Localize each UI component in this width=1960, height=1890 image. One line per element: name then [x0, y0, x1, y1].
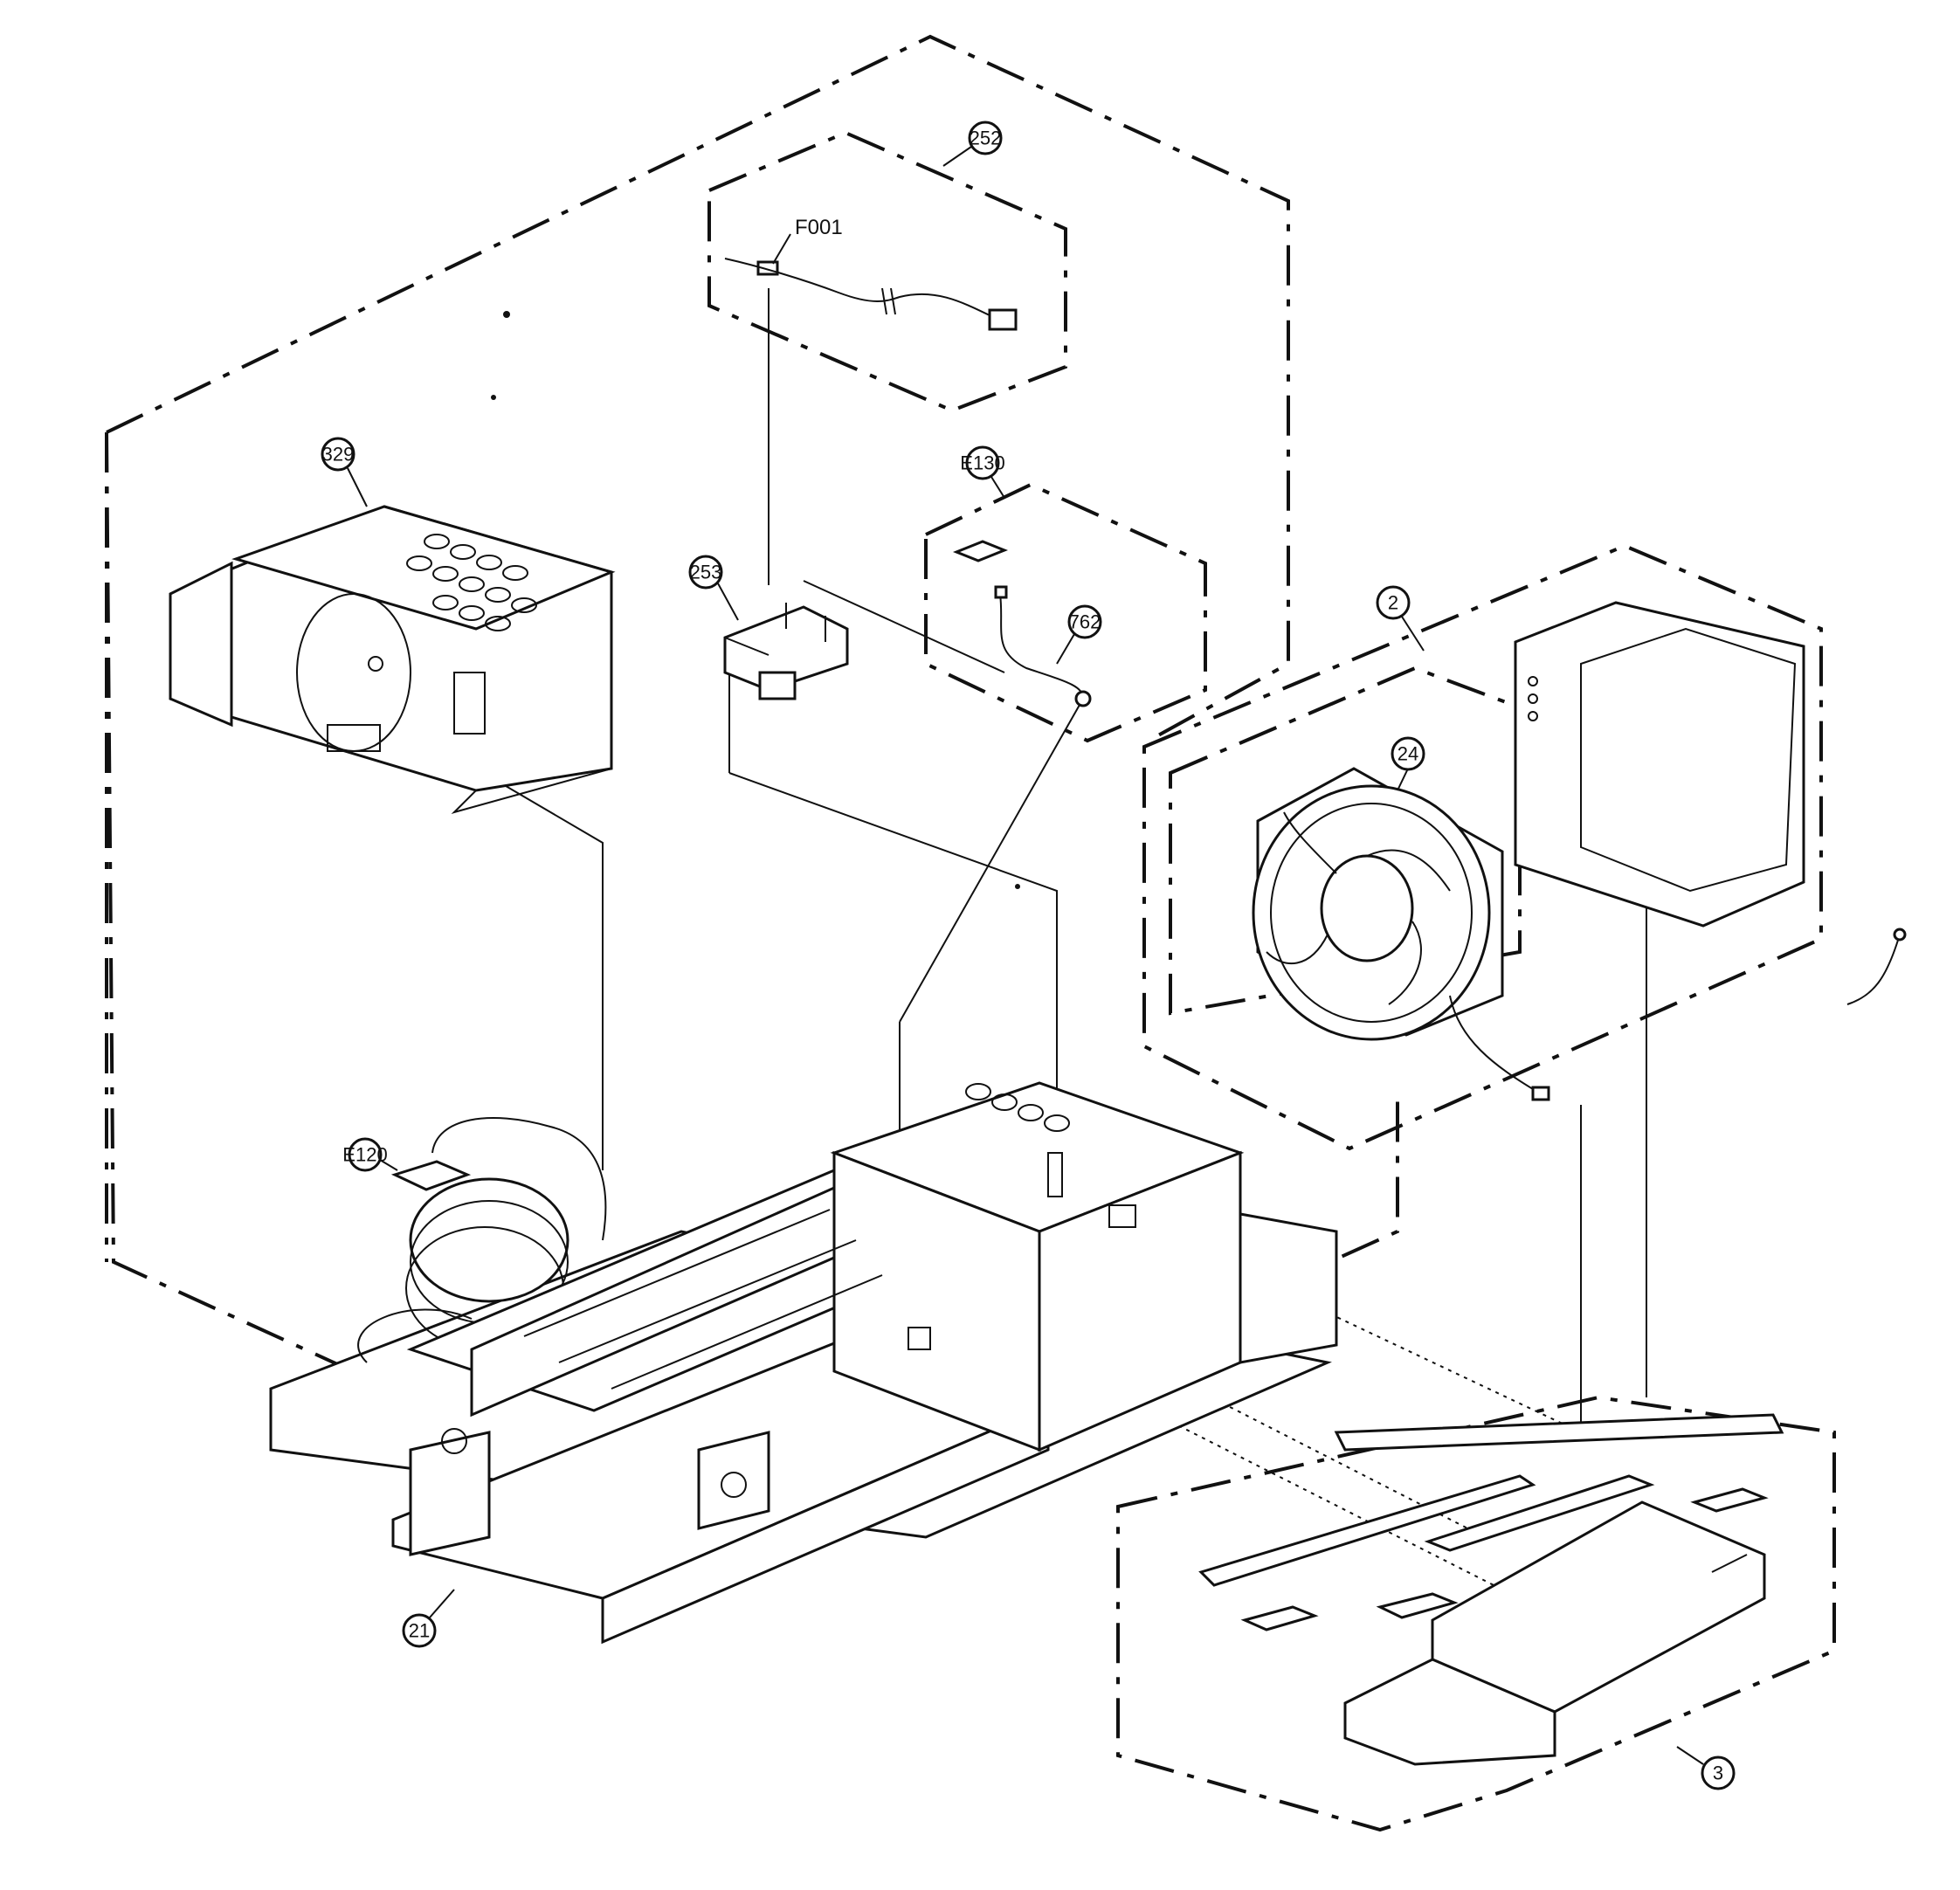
callout-f001: F001 [795, 216, 843, 239]
part-252-wire-harness [724, 233, 1018, 331]
svg-text:253: 253 [690, 562, 722, 583]
part-e120-ground-plate [390, 1117, 607, 1241]
part-329-power-supply [169, 505, 616, 814]
svg-text:F001: F001 [795, 216, 843, 239]
assembly-e130-boundary [924, 482, 1207, 743]
scan-specks [491, 311, 1020, 889]
callout-e120: E120 [342, 1137, 388, 1172]
part-253-connector [723, 603, 849, 700]
svg-text:E130: E130 [960, 452, 1004, 474]
svg-text:252: 252 [970, 128, 1002, 149]
assembly-252-boundary [707, 130, 1067, 413]
part-2-fan-bracket [1514, 601, 1907, 1005]
svg-text:E120: E120 [342, 1144, 387, 1166]
main-chassis [269, 1081, 1338, 1645]
vent-holes [406, 534, 537, 631]
svg-text:762: 762 [1069, 611, 1101, 633]
callout-3: 3 [1701, 1755, 1736, 1790]
svg-text:329: 329 [322, 444, 355, 466]
callout-253: 253 [688, 555, 723, 590]
svg-text:3: 3 [1713, 1762, 1723, 1784]
callout-762: 762 [1067, 604, 1102, 639]
callout-24: 24 [1391, 736, 1425, 771]
assembly-3-boundary [1116, 1395, 1836, 1832]
part-24-cooling-fan [1252, 767, 1550, 1101]
callout-329: 329 [321, 437, 355, 472]
svg-text:2: 2 [1388, 592, 1398, 614]
assembly-21-boundary [105, 34, 1399, 1540]
svg-text:24: 24 [1398, 743, 1418, 765]
callout-2: 2 [1376, 585, 1411, 620]
callout-252: 252 [968, 121, 1003, 155]
callout-e130: E130 [960, 445, 1005, 480]
svg-text:21: 21 [409, 1620, 430, 1642]
callout-21: 21 [402, 1613, 437, 1648]
part-3-rail-assembly [1198, 1413, 1784, 1766]
part-e130-ground-wire [952, 540, 1092, 707]
